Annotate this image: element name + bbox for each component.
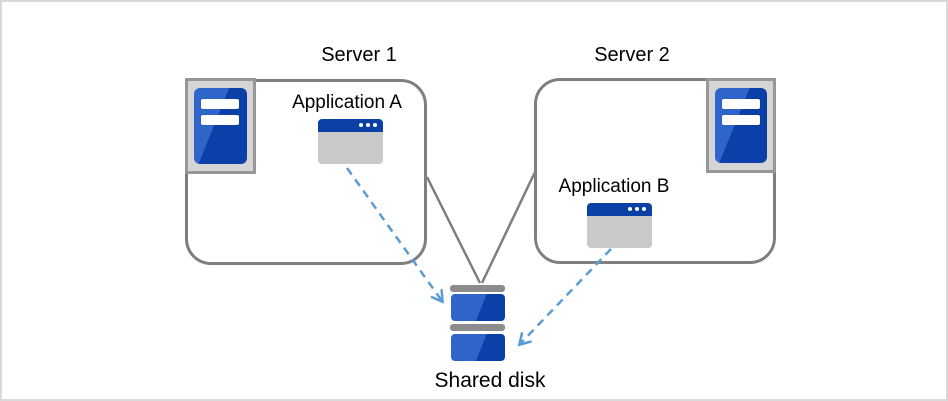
titlebar-dot (373, 123, 377, 127)
disk-stack-icon (450, 285, 505, 292)
server-tower-slot (201, 115, 239, 125)
connector-server1-to-disk (425, 176, 482, 284)
titlebar-dot (642, 207, 646, 211)
shared-disk-label: Shared disk (434, 369, 546, 392)
disk-stack-icon (450, 324, 505, 331)
app-window-icon (318, 119, 383, 164)
app-window-icon (587, 203, 652, 248)
server-tower-slot (201, 99, 239, 109)
titlebar-dot (628, 207, 632, 211)
application-b-label: Application B (558, 176, 670, 197)
titlebar-dot (366, 123, 370, 127)
server-tower-icon (706, 78, 776, 173)
app-window-body (587, 216, 652, 248)
app-window-titlebar (587, 203, 652, 216)
titlebar-dot (635, 207, 639, 211)
server-tower-body (715, 88, 767, 163)
connector-server2-to-disk (480, 171, 537, 284)
disk-stack-icon (451, 334, 505, 361)
server-tower-slot (722, 99, 760, 109)
disk-stack-icon (451, 294, 505, 321)
app-window-titlebar (318, 119, 383, 132)
server2-label: Server 2 (594, 44, 670, 66)
server-tower-icon (185, 78, 256, 174)
server-tower-slot (722, 115, 760, 125)
titlebar-dot (359, 123, 363, 127)
server-tower-body (194, 88, 247, 164)
app-window-body (318, 132, 383, 164)
application-a-label: Application A (292, 92, 402, 113)
server1-label: Server 1 (321, 44, 397, 66)
